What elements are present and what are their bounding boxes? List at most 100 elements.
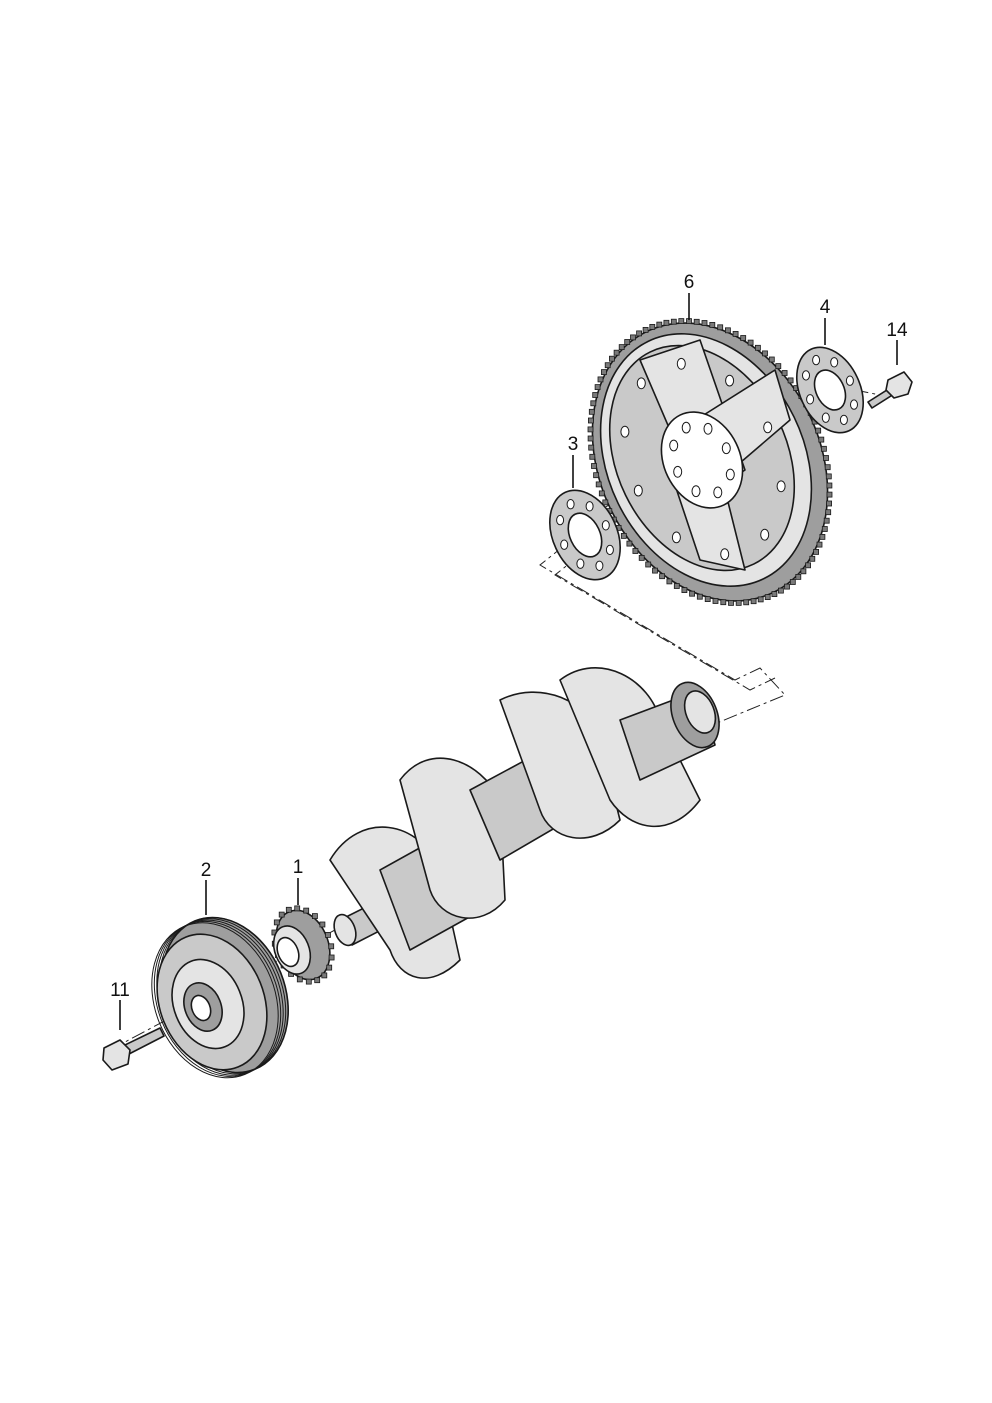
- shim-hole: [601, 520, 610, 531]
- ring-gear-tooth: [819, 534, 826, 540]
- ring-gear-tooth: [626, 540, 633, 547]
- ring-gear-tooth: [771, 591, 778, 597]
- ring-gear-tooth: [815, 427, 822, 434]
- ring-gear-tooth: [712, 598, 719, 604]
- ring-gear-tooth: [663, 319, 670, 326]
- ring-gear-tooth: [826, 482, 833, 489]
- shim-hole: [605, 544, 614, 556]
- ring-gear-tooth: [826, 500, 832, 507]
- sprocket-tooth: [325, 932, 331, 938]
- sprocket-tooth: [303, 907, 310, 914]
- ring-gear-tooth: [601, 369, 607, 376]
- bolt-hole: [725, 468, 735, 481]
- ring-gear-tooth: [696, 593, 703, 600]
- sprocket-tooth: [294, 905, 301, 912]
- ring-gear-tooth: [659, 573, 665, 580]
- shim-washer-4-icon: [796, 346, 864, 434]
- sprocket-tooth: [278, 911, 285, 918]
- ring-gear-tooth: [701, 320, 708, 326]
- ring-gear-tooth: [681, 587, 688, 593]
- ring-gear-tooth: [591, 463, 597, 469]
- ring-gear-tooth: [813, 549, 819, 555]
- ring-gear-tooth: [725, 327, 731, 334]
- ring-gear-tooth: [768, 356, 775, 363]
- ring-gear-tooth: [602, 499, 609, 506]
- sprocket-tooth: [328, 943, 335, 950]
- bolt-hole: [636, 377, 646, 390]
- ring-gear-tooth: [652, 567, 658, 574]
- ring-gear-tooth: [795, 574, 802, 580]
- ring-gear-tooth: [821, 526, 828, 532]
- ring-gear-tooth: [678, 318, 685, 325]
- bolt-hole: [676, 357, 686, 370]
- ring-gear-tooth: [589, 453, 596, 460]
- ring-gear-tooth: [778, 587, 784, 594]
- shim-hole: [595, 560, 604, 571]
- ring-gear-tooth: [787, 377, 794, 384]
- bolt-hole: [691, 485, 701, 498]
- bolt-hole: [669, 439, 679, 452]
- shim-hole: [821, 412, 830, 423]
- ring-gear-tooth: [689, 590, 695, 597]
- ring-gear-tooth: [709, 321, 716, 328]
- sprocket-tooth: [326, 964, 333, 971]
- ring-gear-tooth: [747, 339, 754, 346]
- ring-gear-tooth: [784, 583, 790, 590]
- ring-gear-tooth: [618, 344, 625, 351]
- bolt-hole: [681, 421, 691, 434]
- ring-gear-tooth: [750, 598, 757, 605]
- shim-hole: [560, 539, 569, 550]
- ring-gear-tooth: [593, 472, 599, 479]
- ring-gear-tooth: [638, 555, 645, 561]
- ring-gear-tooth: [816, 541, 823, 548]
- sprocket-tooth: [273, 919, 280, 926]
- shim-hole: [556, 514, 565, 526]
- ring-gear-tooth: [740, 335, 747, 341]
- ring-gear-tooth: [592, 392, 599, 398]
- sprocket-tooth: [296, 976, 303, 983]
- bolt-hole: [673, 465, 683, 478]
- ring-gear-tooth: [775, 363, 782, 370]
- shim-hole: [830, 357, 839, 368]
- bolt-hole: [620, 425, 630, 438]
- shim-hole: [576, 558, 585, 569]
- ring-gear-tooth: [824, 464, 831, 471]
- callout-6: 6: [684, 272, 695, 293]
- ring-gear-tooth: [587, 435, 594, 442]
- ring-gear-tooth: [632, 548, 639, 554]
- ring-gear-tooth: [781, 370, 788, 376]
- bolt-hole: [713, 486, 723, 499]
- shim-washer-3-icon: [549, 489, 621, 581]
- sprocket-tooth: [328, 954, 335, 961]
- sprocket-tooth: [314, 977, 321, 984]
- ring-gear-tooth: [717, 324, 724, 331]
- ring-gear-tooth: [757, 596, 764, 603]
- ring-gear-tooth: [805, 562, 811, 569]
- callout-2: 2: [201, 860, 212, 881]
- ring-gear-tooth: [588, 417, 594, 424]
- ring-gear-tooth: [642, 326, 649, 333]
- callout-1: 1: [293, 857, 304, 878]
- flywheel-ring-gear-icon: [587, 318, 833, 606]
- bolt-hole: [763, 421, 773, 434]
- shim-hole: [850, 399, 858, 410]
- ring-gear-tooth: [762, 350, 768, 357]
- ring-gear-tooth: [649, 323, 656, 330]
- ring-gear-tooth: [604, 362, 611, 369]
- sprocket-1-icon: [271, 905, 335, 985]
- bolt-hole: [776, 480, 786, 493]
- ring-gear-tooth: [755, 344, 761, 351]
- ring-gear-tooth: [590, 400, 597, 407]
- bolt-hole: [760, 528, 770, 541]
- ring-gear-tooth: [588, 444, 595, 451]
- sprocket-tooth: [305, 978, 312, 985]
- shim-hole: [566, 499, 575, 510]
- ring-gear-tooth: [645, 561, 652, 568]
- ring-gear-tooth: [598, 490, 605, 497]
- ring-gear-tooth: [666, 578, 673, 585]
- sprocket-tooth: [321, 972, 328, 979]
- ring-gear-tooth: [693, 318, 700, 325]
- ring-gear-tooth: [594, 384, 601, 391]
- ring-gear-tooth: [789, 579, 796, 585]
